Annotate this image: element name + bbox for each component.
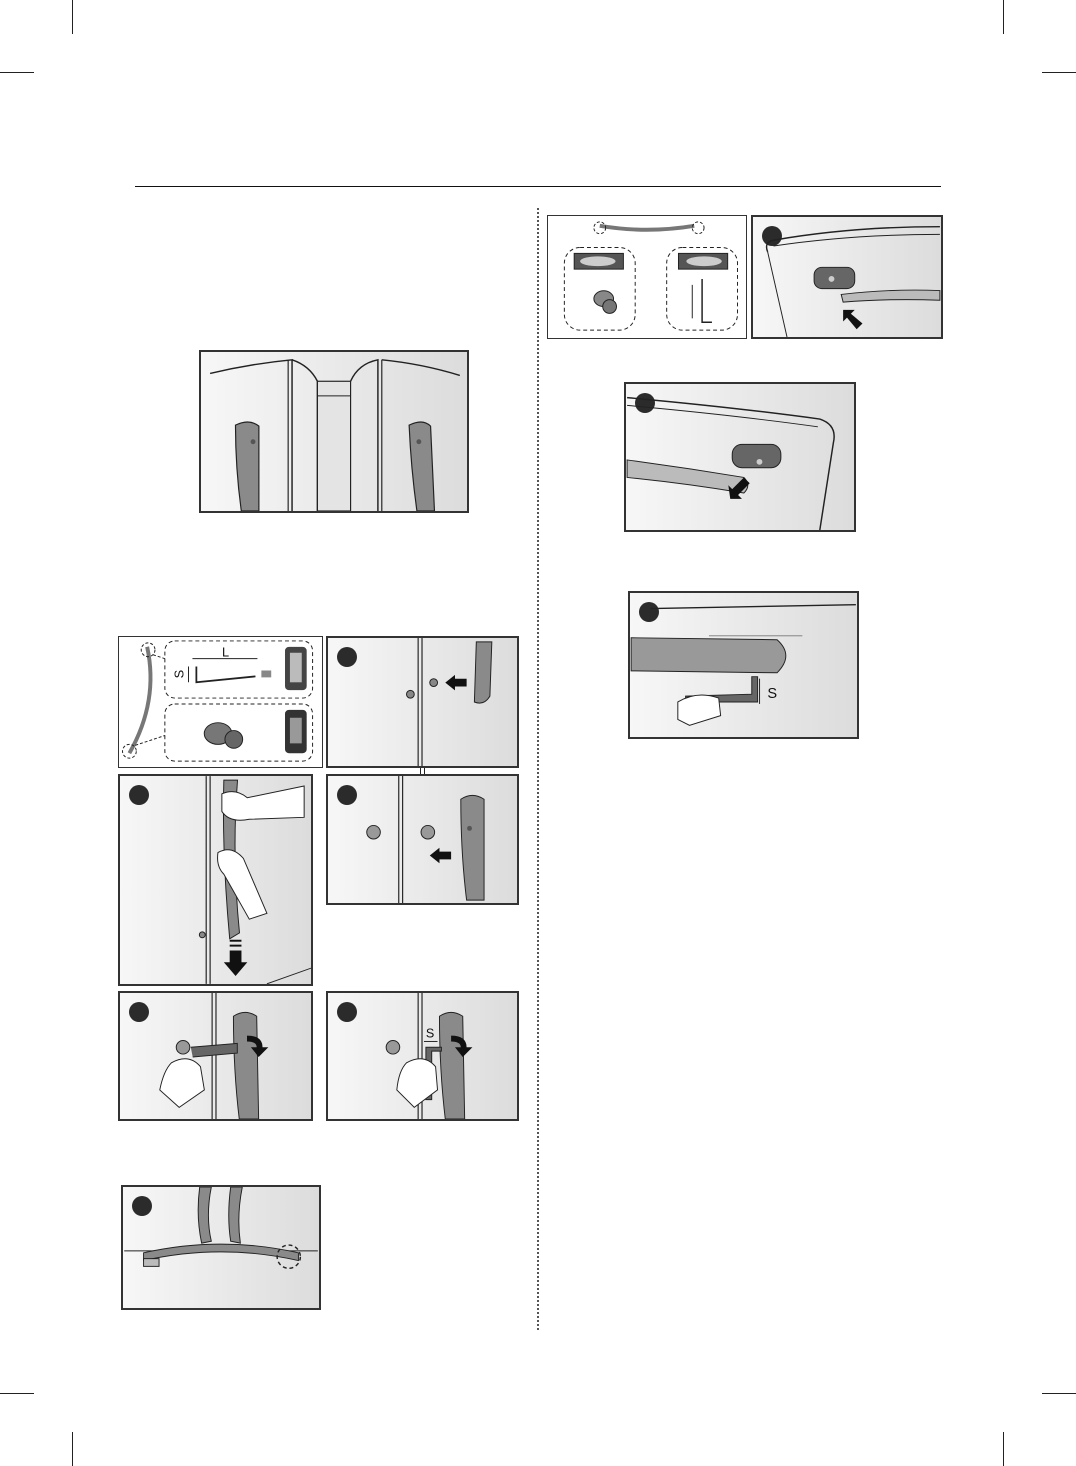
label-short-arm: S bbox=[172, 670, 187, 679]
step-freezer-wrench-panel: S bbox=[628, 591, 859, 739]
step-slide-handle-panel bbox=[118, 774, 313, 986]
step-drawer-handle-panel bbox=[121, 1185, 321, 1310]
hand-icon bbox=[160, 1059, 205, 1108]
crop-mark-top-right-h bbox=[1042, 72, 1076, 73]
step-insert-screw-panel bbox=[326, 636, 519, 768]
parts-panel-handle-wrench: L S bbox=[118, 636, 323, 768]
arrow-left-icon bbox=[430, 848, 451, 864]
header-rule bbox=[135, 186, 941, 187]
parts-panel-drawer-handle bbox=[547, 215, 747, 339]
crop-mark-top-right-v bbox=[1003, 0, 1004, 34]
step-tighten-wrench-panel bbox=[118, 991, 313, 1121]
label-freezer-gap: S bbox=[767, 686, 777, 702]
hand-icon bbox=[218, 850, 267, 919]
crop-mark-bottom-right-v bbox=[1003, 1432, 1004, 1466]
arrow-up-left-icon bbox=[843, 310, 862, 329]
arrow-down-icon bbox=[224, 951, 248, 976]
crop-mark-top-left-v bbox=[72, 0, 73, 34]
connector-line bbox=[424, 768, 425, 774]
left-door-handle bbox=[235, 422, 258, 511]
arrow-left-icon bbox=[445, 675, 466, 691]
crop-mark-top-left-h bbox=[0, 72, 34, 73]
step-gap-adjust-panel: S bbox=[326, 991, 519, 1121]
step-second-screw-panel bbox=[326, 774, 519, 905]
crop-mark-bottom-left-v bbox=[72, 1432, 73, 1466]
connector-line bbox=[420, 768, 421, 774]
label-side-gap: S bbox=[426, 1027, 434, 1041]
label-long-arm: L bbox=[222, 645, 229, 660]
step-door-top-screw-panel bbox=[751, 215, 943, 339]
crop-mark-bottom-left-h bbox=[0, 1393, 34, 1394]
crop-mark-bottom-right-h bbox=[1042, 1393, 1076, 1394]
drawer-handle bbox=[144, 1244, 299, 1260]
step-freezer-handle-panel bbox=[624, 382, 856, 532]
doors-overview-illustration bbox=[199, 350, 469, 513]
hand-icon bbox=[678, 695, 721, 725]
right-door-handle bbox=[409, 422, 434, 511]
column-divider bbox=[537, 208, 539, 1330]
